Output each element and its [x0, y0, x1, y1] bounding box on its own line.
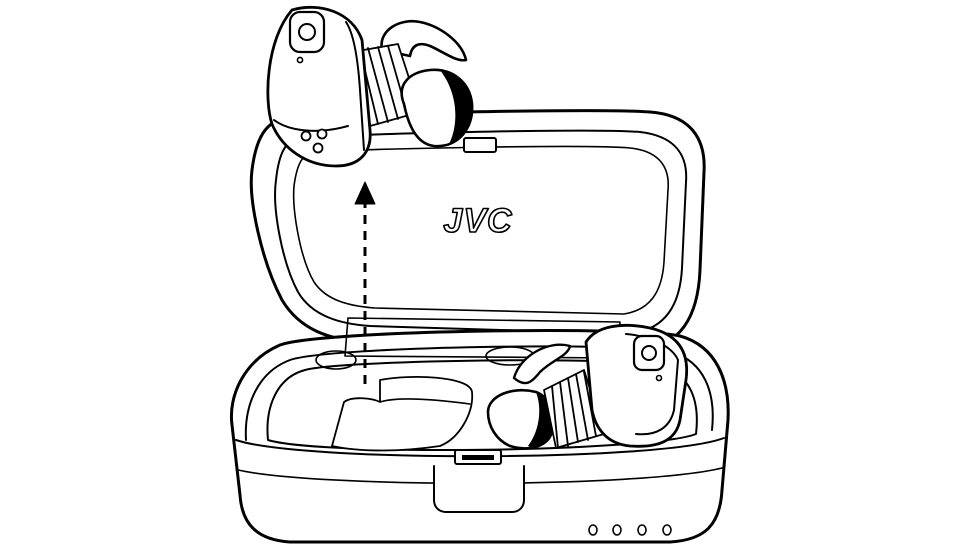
led-3 [637, 524, 647, 536]
brand-logo: JVC [443, 202, 512, 240]
docked-earbud-button [632, 334, 666, 372]
lid-latch-tab [463, 137, 497, 153]
case-lid: JVC [249, 109, 706, 354]
front-button [433, 465, 525, 513]
lift-direction-arrow [354, 181, 376, 384]
left-cavity-notch [379, 398, 471, 405]
led-4 [662, 524, 672, 536]
lid-inner-panel [292, 145, 670, 315]
left-earbud-cavity [331, 376, 473, 452]
earbud-in-case [486, 324, 689, 450]
lifted-earbud-mic-hole [296, 56, 304, 64]
docked-earbud-wing [512, 343, 572, 385]
led-1 [588, 524, 598, 536]
base-latch-inner [462, 455, 494, 460]
docked-earbud-mic-hole [655, 374, 663, 382]
lifted-earbud-side [345, 21, 365, 151]
indicator-leds [588, 524, 672, 536]
led-2 [612, 524, 622, 536]
left-cavity-slot [315, 350, 357, 370]
base-top-rim [244, 345, 714, 441]
lifted-earbud-bottom [273, 119, 349, 132]
docked-earbud-sensor [641, 345, 657, 361]
lifted-earbud-button [288, 10, 326, 54]
arrow-head [354, 181, 376, 205]
lifted-earbud-tip-shade [440, 70, 473, 146]
lifted-earbud-contacts [300, 128, 328, 154]
lifted-earbud-sensor [298, 23, 316, 41]
earbud-lifted [266, 5, 474, 168]
lid-inner-rim [274, 129, 688, 335]
lifted-earbud-wing [380, 19, 468, 62]
